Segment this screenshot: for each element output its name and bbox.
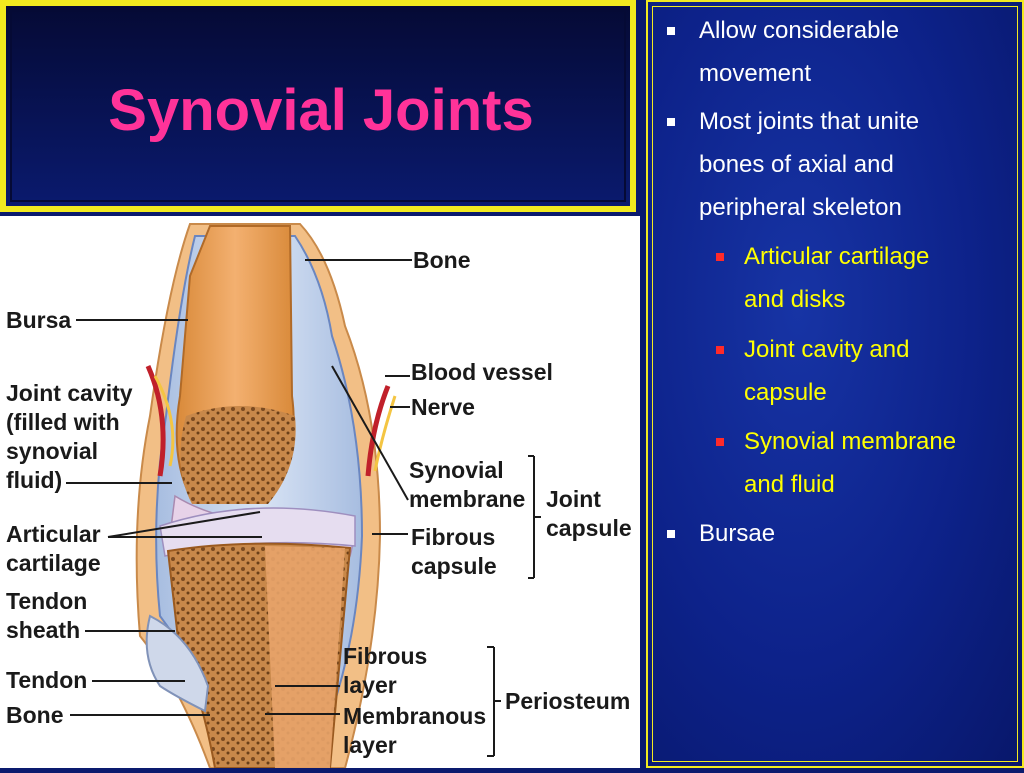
joint-illustration: Bone Bursa Joint cavity (filled with syn… (6, 223, 632, 769)
label-bone-bottom: Bone (6, 702, 64, 728)
bullet-marker (667, 118, 675, 126)
upper-spongy-bone (180, 406, 296, 504)
label-synovial-membrane-1: Synovial (409, 457, 504, 483)
bullet-marker (667, 530, 675, 538)
label-fibrous-capsule-2: capsule (411, 553, 497, 579)
bullet-axial-peripheral: Most joints that unite bones of axial an… (667, 100, 999, 229)
label-joint-capsule-1: Joint (546, 486, 601, 512)
bullet-bursae: Bursae (667, 512, 999, 555)
label-synovial-membrane-2: membrane (409, 486, 525, 512)
label-nerve: Nerve (411, 394, 475, 420)
label-joint-cavity-4: fluid) (6, 467, 62, 493)
label-membranous-layer-2: layer (343, 732, 397, 758)
label-tendon: Tendon (6, 667, 87, 693)
label-joint-cavity-1: Joint cavity (6, 380, 133, 406)
label-fibrous-capsule-1: Fibrous (411, 524, 495, 550)
label-bone-top: Bone (413, 247, 471, 273)
label-membranous-layer-1: Membranous (343, 703, 486, 729)
blood-vessel-shape (145, 364, 166, 477)
label-tendon-sheath-2: sheath (6, 617, 80, 643)
sub-bullet-synovial-membrane: Synovial membrane and fluid (716, 420, 1014, 506)
sub-bullet-marker (716, 253, 724, 261)
title-box: Synovial Joints (0, 0, 636, 212)
label-joint-capsule-2: capsule (546, 515, 632, 541)
nerve-right (373, 395, 397, 472)
blood-vessel-right (365, 385, 391, 477)
label-tendon-sheath-1: Tendon (6, 588, 87, 614)
label-periosteum: Periosteum (505, 688, 630, 714)
bullet-panel: Allow considerable movement Most joints … (646, 0, 1024, 768)
lower-bone-cortex (265, 546, 345, 768)
label-fibrous-layer-2: layer (343, 672, 397, 698)
leader-lines (66, 259, 541, 757)
sub-bullet-joint-cavity: Joint cavity and capsule (716, 328, 1014, 414)
tendon-shape (145, 614, 210, 713)
nerve-shape (153, 375, 175, 467)
label-articular-cartilage-1: Articular (6, 521, 101, 547)
label-joint-cavity-2: (filled with (6, 409, 120, 435)
slide-title: Synovial Joints (108, 78, 534, 143)
bullet-considerable-movement: Allow considerable movement (667, 9, 999, 95)
synovial-joint-diagram: Bone Bursa Joint cavity (filled with syn… (0, 216, 640, 769)
bullet-marker (667, 27, 675, 35)
label-bursa: Bursa (6, 307, 71, 333)
label-blood-vessel: Blood vessel (411, 359, 553, 385)
sub-bullet-articular-cartilage: Articular cartilage and disks (716, 235, 1014, 321)
sub-bullet-marker (716, 346, 724, 354)
label-articular-cartilage-2: cartilage (6, 550, 101, 576)
label-joint-cavity-3: synovial (6, 438, 98, 464)
label-fibrous-layer-1: Fibrous (343, 643, 427, 669)
sub-bullet-marker (716, 438, 724, 446)
